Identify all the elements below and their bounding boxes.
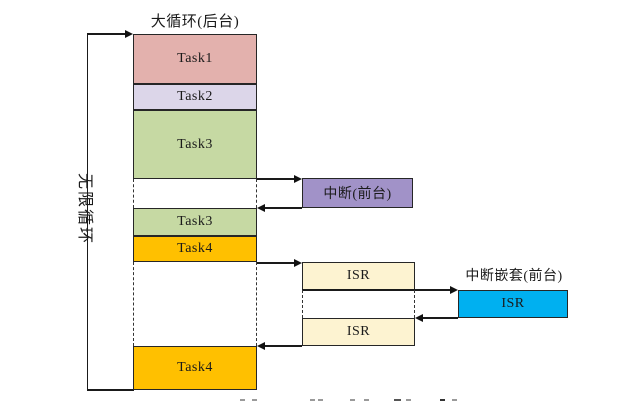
dashed-guide (133, 179, 134, 208)
isr-box: ISR (302, 262, 415, 290)
interrupt-call-arrowhead-icon (294, 175, 302, 183)
dashed-guide (133, 262, 134, 346)
nested-isr-call-line (302, 289, 451, 291)
interrupt-return-line (264, 207, 302, 209)
nested-interrupt-label: 中断嵌套(前台) (465, 269, 563, 284)
task-box: Task4 (133, 236, 257, 262)
nested-isr-box: ISR (458, 290, 568, 318)
loop-entry-arrowhead-icon (125, 30, 133, 38)
isr-return-line (264, 345, 302, 347)
task-box: Task3 (133, 208, 257, 236)
clipped-caption-remnant (238, 399, 468, 402)
task-box: Task2 (133, 84, 257, 110)
nested-isr-return-line (422, 317, 458, 319)
interrupt-box: 中断(前台) (302, 178, 413, 208)
isr-call-line (257, 262, 295, 264)
dashed-guide (256, 179, 257, 208)
task-box: Task3 (133, 110, 257, 179)
nested-isr-call-arrowhead-icon (450, 286, 458, 294)
loop-line-vertical (86, 33, 88, 390)
isr-call-arrowhead-icon (294, 259, 302, 267)
task-box: Task4 (133, 346, 257, 390)
dashed-guide (256, 262, 257, 346)
isr-box: ISR (302, 318, 415, 346)
dashed-guide (302, 290, 303, 318)
isr-return-arrowhead-icon (257, 342, 265, 350)
interrupt-call-line (257, 178, 295, 180)
dashed-guide (414, 290, 415, 318)
big-loop-title: 大循环(后台) (150, 14, 240, 30)
loop-line-bottom (87, 389, 134, 391)
task-box: Task1 (133, 34, 257, 84)
interrupt-return-arrowhead-icon (257, 204, 265, 212)
loop-line-top (87, 33, 125, 35)
nested-isr-return-arrowhead-icon (415, 314, 423, 322)
